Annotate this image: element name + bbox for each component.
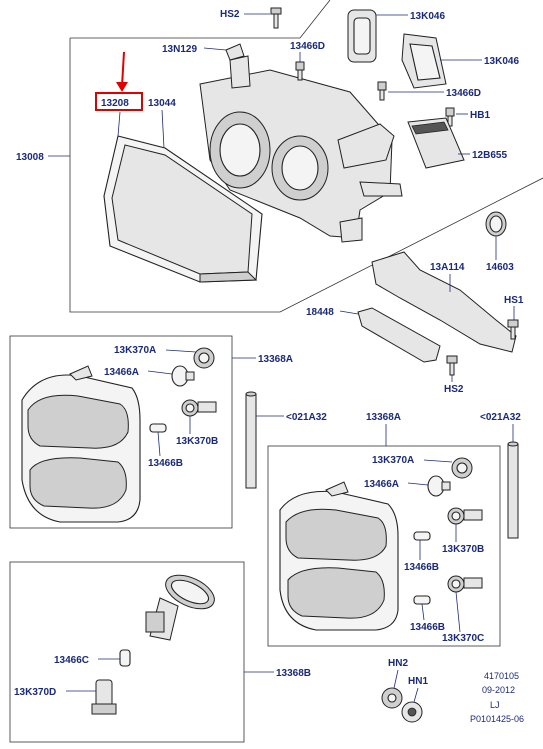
bulb-13466b-left-icon [149, 423, 167, 433]
bulb-holder-13k370b-left-icon [181, 399, 217, 417]
label-hb1: HB1 [470, 110, 490, 121]
bar-021a32-left-icon [245, 391, 257, 489]
label-hn2: HN2 [388, 658, 408, 669]
label-13a114: 13A114 [430, 262, 465, 273]
bulb-holder-13k370a-right-icon [451, 457, 473, 479]
bar-021a32-right-icon [507, 441, 519, 539]
headlamp-frame [69, 0, 543, 313]
label-13k370c-right: 13K370C [442, 633, 484, 644]
seal-14603-icon [485, 211, 507, 237]
label-13n129: 13N129 [162, 44, 197, 55]
label-13466b-right-2: 13466B [410, 622, 445, 633]
bulb-holder-13k370b-right-icon [447, 507, 483, 525]
screw-hb1-icon [445, 107, 455, 127]
label-13466b-right-1: 13466B [404, 562, 439, 573]
screw-hs2-top-icon [270, 7, 282, 29]
label-13466c: 13466C [54, 655, 89, 666]
label-13044: 13044 [148, 98, 176, 109]
label-13k370b-left: 13K370B [176, 436, 218, 447]
label-12b655: 12B655 [472, 150, 507, 161]
headlamp-lens [103, 135, 263, 283]
indicator-right-frame [267, 445, 501, 647]
label-13368b: 13368B [276, 668, 311, 679]
label-13368a-right: 13368A [366, 412, 401, 423]
side-repeater-lens-icon [165, 574, 215, 610]
cover-13k046-b-icon [401, 33, 447, 89]
indicator-lamp-left [21, 365, 141, 523]
label-13368a-left: 13368A [258, 354, 293, 365]
bulb-13466a-left-icon [171, 365, 195, 387]
label-13466a-right: 13466A [364, 479, 399, 490]
label-021a32-left: <021A32 [286, 412, 327, 423]
label-13466d-a: 13466D [290, 41, 325, 52]
label-hs1: HS1 [504, 295, 524, 306]
clip-13n129-icon [225, 43, 245, 61]
indicator-left-frame [9, 335, 233, 529]
diagram-code: 4170105 [484, 671, 519, 681]
label-13k046-a: 13K046 [410, 11, 445, 22]
side-repeater-frame [9, 561, 245, 743]
headlamp-housing [199, 55, 403, 243]
label-13k370d: 13K370D [14, 687, 56, 698]
nut-hn2-icon [381, 687, 403, 709]
label-13466d-b: 13466D [446, 88, 481, 99]
diagram-initials: LJ [490, 700, 500, 710]
side-repeater-housing-icon [145, 597, 179, 641]
bulb-holder-13k370a-left-icon [193, 347, 215, 369]
trim-18448-icon [357, 307, 441, 363]
diagram-ref: P0101425-06 [470, 714, 524, 724]
label-13466b-left: 13466B [148, 458, 183, 469]
screw-13466d-right-icon [377, 81, 387, 101]
bulb-13466a-right-icon [427, 475, 451, 497]
bulb-13466c-icon [119, 649, 131, 667]
module-12b655-icon [407, 117, 465, 169]
highlight-arrow-icon [121, 51, 125, 87]
highlight-box [95, 92, 143, 111]
bracket-13a114-icon [371, 251, 517, 353]
label-021a32-right: <021A32 [480, 412, 521, 423]
label-13466a-left: 13466A [104, 367, 139, 378]
label-13k370b-right: 13K370B [442, 544, 484, 555]
label-13208: 13208 [101, 98, 129, 109]
connector-13k370d-icon [91, 679, 117, 715]
diagram-date: 09-2012 [482, 685, 515, 695]
bulb-13466b-right-2-icon [413, 595, 431, 605]
cover-13k046-a-icon [347, 9, 377, 63]
bulb-holder-13k370c-right-icon [447, 575, 483, 593]
label-14603: 14603 [486, 262, 514, 273]
indicator-lamp-right [279, 481, 399, 631]
label-hn1: HN1 [408, 676, 428, 687]
bulb-13466b-right-1-icon [413, 531, 431, 541]
label-13k046-b: 13K046 [484, 56, 519, 67]
label-hs2-top: HS2 [220, 9, 240, 20]
label-13008: 13008 [16, 152, 44, 163]
label-hs2-bottom: HS2 [444, 384, 464, 395]
label-18448: 18448 [306, 307, 334, 318]
label-13k370a-right: 13K370A [372, 455, 414, 466]
label-13k370a-left: 13K370A [114, 345, 156, 356]
screw-hs2-bottom-icon [446, 355, 458, 376]
nut-hn1-icon [401, 701, 423, 723]
screw-hs1-icon [507, 319, 519, 340]
